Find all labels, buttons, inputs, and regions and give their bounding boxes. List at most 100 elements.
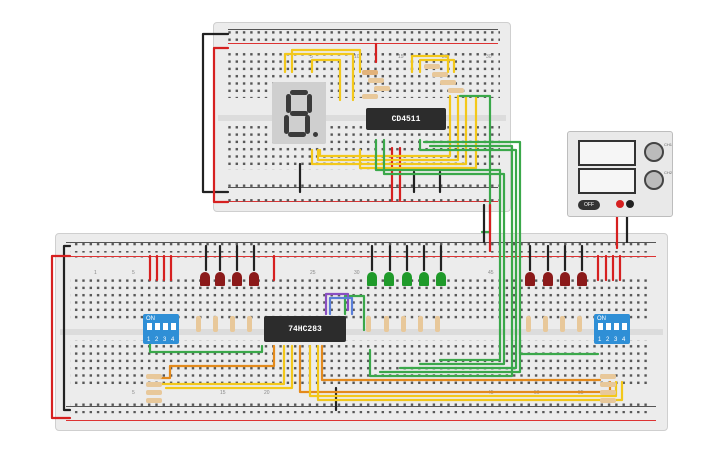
led-red[interactable] <box>232 272 242 286</box>
dip-number: 3 <box>614 337 618 343</box>
wire-red <box>212 46 230 204</box>
dip-toggle[interactable] <box>171 323 176 330</box>
wire-orange <box>320 344 602 382</box>
dip-toggle[interactable] <box>606 323 611 330</box>
col-label: 1 <box>94 270 97 276</box>
psu-display-ch1 <box>578 140 636 166</box>
resistor[interactable] <box>230 316 235 332</box>
led-green[interactable] <box>402 272 412 286</box>
wire-green <box>148 338 264 354</box>
dip-on-label: ON <box>597 316 606 322</box>
col-label: 45 <box>488 270 494 276</box>
wire-black <box>201 32 230 194</box>
wire-green <box>378 140 522 374</box>
resistor[interactable] <box>600 390 616 395</box>
resistor[interactable] <box>543 316 548 332</box>
top-rail-negative <box>228 29 498 30</box>
led-green[interactable] <box>436 272 446 286</box>
dip-toggle[interactable] <box>155 323 160 330</box>
wire-green <box>518 338 600 356</box>
col-label: 30 <box>354 270 360 276</box>
resistor[interactable] <box>368 78 384 83</box>
resistor[interactable] <box>362 94 378 99</box>
resistor[interactable] <box>600 374 616 379</box>
decoder-chip[interactable]: CD4511 <box>366 108 446 130</box>
resistor[interactable] <box>560 316 565 332</box>
resistor[interactable] <box>526 316 531 332</box>
wire-yellow <box>310 58 342 102</box>
resistor[interactable] <box>384 316 389 332</box>
psu-knob-ch2[interactable] <box>644 170 664 190</box>
led-red[interactable] <box>577 272 587 286</box>
resistor[interactable] <box>213 316 218 332</box>
resistor[interactable] <box>196 316 201 332</box>
wire-yellow <box>164 344 294 390</box>
col-label: 5 <box>132 390 135 396</box>
wire-yellow <box>358 94 478 170</box>
led-red[interactable] <box>560 272 570 286</box>
wire-yellow <box>310 94 468 166</box>
dip-toggle[interactable] <box>614 323 619 330</box>
resistor[interactable] <box>146 398 162 403</box>
dip-number: 2 <box>606 337 610 343</box>
resistor[interactable] <box>577 316 582 332</box>
resistor[interactable] <box>448 88 464 93</box>
wire-orange <box>152 344 276 380</box>
seven-segment-display <box>272 82 326 144</box>
led-green[interactable] <box>384 272 394 286</box>
resistor[interactable] <box>418 316 423 332</box>
resistor[interactable] <box>146 390 162 395</box>
dip-toggle[interactable] <box>622 323 627 330</box>
resistor[interactable] <box>366 316 371 332</box>
resistor[interactable] <box>435 316 440 332</box>
led-red[interactable] <box>215 272 225 286</box>
psu-terminal-negative[interactable] <box>626 200 634 208</box>
wire-orange <box>298 344 612 394</box>
dip-toggle[interactable] <box>147 323 152 330</box>
wire-green <box>458 94 492 234</box>
led-green[interactable] <box>419 272 429 286</box>
psu-terminal-positive[interactable] <box>616 200 624 208</box>
psu-power-button-label: OFF <box>584 202 594 208</box>
dip-switch-right[interactable]: ON 1 2 3 4 <box>594 314 630 344</box>
dip-number: 1 <box>598 337 602 343</box>
dip-toggle[interactable] <box>163 323 168 330</box>
wire-yellow <box>316 94 460 162</box>
psu-knob-ch1[interactable] <box>644 142 664 162</box>
resistor[interactable] <box>600 398 616 403</box>
led-green[interactable] <box>367 272 377 286</box>
resistor[interactable] <box>374 86 390 91</box>
dip-switch-left[interactable]: ON 1 2 3 4 <box>143 314 179 344</box>
led-red[interactable] <box>249 272 259 286</box>
resistor[interactable] <box>247 316 252 332</box>
psu-display-ch2 <box>578 168 636 194</box>
resistor[interactable] <box>424 64 440 69</box>
resistor[interactable] <box>362 70 378 75</box>
resistor[interactable] <box>432 72 448 77</box>
adder-chip[interactable]: 74HC283 <box>264 316 346 342</box>
wire-red <box>50 254 72 420</box>
dip-number: 4 <box>622 337 626 343</box>
resistor[interactable] <box>440 80 456 85</box>
led-red[interactable] <box>200 272 210 286</box>
led-red[interactable] <box>525 272 535 286</box>
resistor[interactable] <box>146 374 162 379</box>
wire-yellow <box>418 58 456 74</box>
dip-number: 2 <box>155 337 159 343</box>
wire-green <box>343 294 366 332</box>
wire-yellow <box>316 344 624 402</box>
dip-toggle[interactable] <box>598 323 603 330</box>
psu-power-button[interactable]: OFF <box>578 200 600 210</box>
dip-on-label: ON <box>146 316 155 322</box>
center-channel <box>218 115 506 121</box>
dip-number: 1 <box>147 337 151 343</box>
resistor[interactable] <box>146 382 162 387</box>
led-red[interactable] <box>543 272 553 286</box>
decoder-chip-label: CD4511 <box>391 114 421 124</box>
resistor[interactable] <box>401 316 406 332</box>
wire-yellow <box>283 52 355 102</box>
wire-yellow <box>308 344 618 398</box>
resistor[interactable] <box>600 382 616 387</box>
wire-green <box>374 138 502 362</box>
